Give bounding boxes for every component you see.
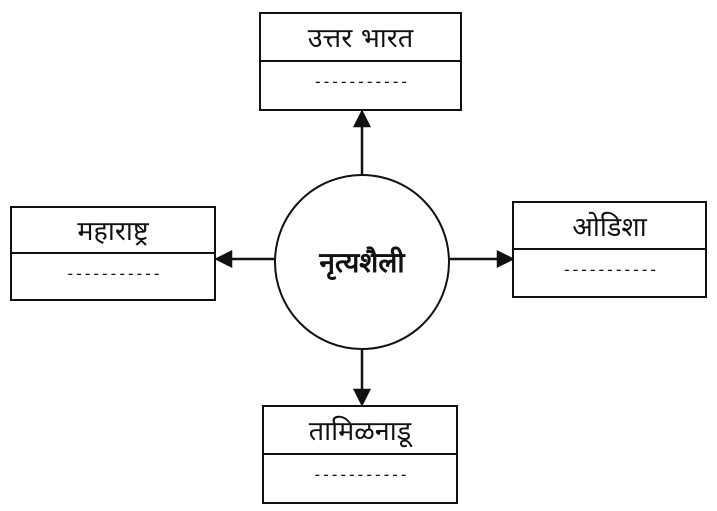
arrowhead-left <box>214 249 233 269</box>
center-circle: नृत्यशैली <box>274 174 450 350</box>
box-odisha: ओडिशा ----------- <box>512 201 707 298</box>
arrowhead-top <box>352 109 372 128</box>
arrowhead-bottom <box>352 388 372 407</box>
answer-blank: ----------- <box>562 259 658 279</box>
box-title: उत्तर भारत <box>261 14 460 62</box>
box-title: ओडिशा <box>514 203 705 250</box>
answer-blank: ----------- <box>312 464 409 484</box>
box-maharashtra: महाराष्ट्र ----------- <box>10 206 216 301</box>
answer-blank: ----------- <box>313 71 409 91</box>
box-title: तामिळनाडू <box>264 407 456 455</box>
box-title: महाराष्ट्र <box>12 208 214 254</box>
answer-blank: ----------- <box>65 263 162 283</box>
box-tamil-nadu: तामिळनाडू ----------- <box>262 405 458 504</box>
arrowhead-right <box>496 249 515 269</box>
box-north-india: उत्तर भारत ----------- <box>259 12 462 111</box>
